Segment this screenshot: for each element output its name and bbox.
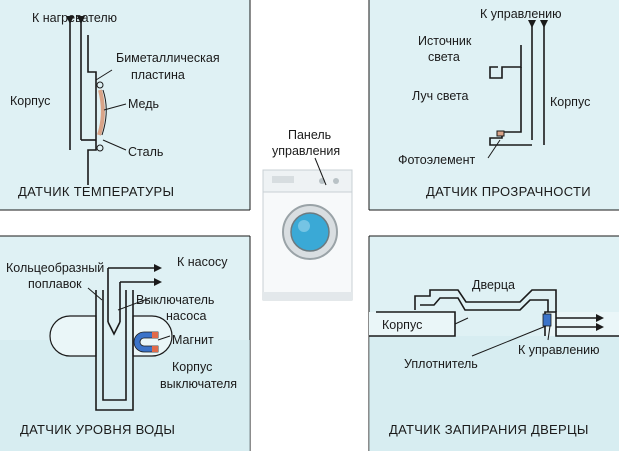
water-float-label-2: поплавок bbox=[28, 277, 82, 291]
temperature-sensor bbox=[66, 16, 127, 185]
door-seal bbox=[542, 313, 552, 327]
temp-body-label: Корпус bbox=[10, 94, 50, 108]
temp-bimetal-label-1: Биметаллическая bbox=[116, 51, 220, 65]
temp-copper-label: Медь bbox=[128, 97, 159, 111]
door-to-control-label: К управлению bbox=[518, 343, 600, 357]
tr-caption: ДАТЧИК ПРОЗРАЧНОСТИ bbox=[426, 184, 591, 199]
tr-to-control-label: К управлению bbox=[480, 7, 562, 21]
tr-source-label-2: света bbox=[428, 50, 460, 64]
photocell bbox=[496, 130, 505, 137]
door-caption: ДАТЧИК ЗАПИРАНИЯ ДВЕРЦЫ bbox=[389, 422, 589, 437]
temp-caption: ДАТЧИК ТЕМПЕРАТУРЫ bbox=[18, 184, 174, 199]
center-panel-label-2: управления bbox=[272, 144, 340, 158]
tr-source-label-1: Источник bbox=[418, 34, 472, 48]
transparency-sensor bbox=[487, 20, 548, 159]
temp-bimetal-label-2: пластина bbox=[131, 68, 185, 82]
temp-steel-label: Сталь bbox=[128, 145, 163, 159]
water-housing-label-1: Корпус bbox=[172, 360, 212, 374]
door-body-label: Корпус bbox=[382, 318, 422, 332]
water-switch-label-2: насоса bbox=[166, 309, 206, 323]
water-switch-label-1: Выключатель bbox=[136, 293, 214, 307]
door-door-label: Дверца bbox=[472, 278, 515, 292]
washing-machine-icon bbox=[262, 169, 353, 301]
tr-beam-label: Луч света bbox=[412, 89, 468, 103]
panel-temperature bbox=[0, 0, 250, 210]
copper-strip bbox=[97, 89, 105, 136]
water-level-sensor bbox=[0, 264, 250, 451]
water-housing-label-2: выключателя bbox=[160, 377, 237, 391]
temp-to-heater-label: К нагревателю bbox=[32, 11, 117, 25]
water-float-label-1: Кольцеобразный bbox=[6, 261, 104, 275]
panel-transparency bbox=[369, 0, 619, 210]
door-lock-sensor bbox=[369, 289, 619, 451]
water-caption: ДАТЧИК УРОВНЯ ВОДЫ bbox=[20, 422, 175, 437]
center-panel-label-1: Панель bbox=[288, 128, 331, 142]
tr-photo-label: Фотоэлемент bbox=[398, 153, 476, 167]
water-to-pump-label: К насосу bbox=[177, 255, 228, 269]
door-seal-label: Уплотнитель bbox=[404, 357, 478, 371]
water-magnet-label: Магнит bbox=[172, 333, 214, 347]
tr-body-label: Корпус bbox=[550, 95, 590, 109]
